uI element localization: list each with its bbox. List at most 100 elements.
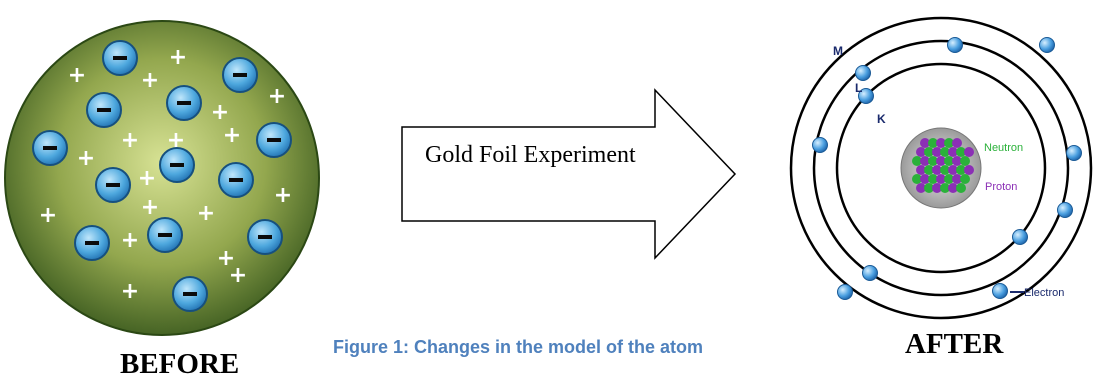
proton-icon (920, 138, 930, 148)
electron-icon (256, 122, 292, 158)
proton-icon (916, 147, 926, 157)
neutron-icon (928, 156, 938, 166)
proton-icon (936, 138, 946, 148)
plus-icon: + (39, 203, 57, 228)
neutron-label: Neutron (984, 142, 1023, 154)
plus-icon: + (138, 166, 156, 191)
orbital-electron-icon (1066, 145, 1082, 161)
plus-icon: + (167, 128, 185, 153)
neutron-icon (944, 138, 954, 148)
proton-icon (948, 183, 958, 193)
orbital-electron-icon (1012, 229, 1028, 245)
arrow-label: Gold Foil Experiment (425, 142, 636, 168)
orbital-electron-icon (1039, 37, 1055, 53)
proton-label: Proton (985, 181, 1017, 193)
proton-icon (936, 156, 946, 166)
orbital-electron-icon (837, 284, 853, 300)
orbital-electron-icon (812, 137, 828, 153)
proton-icon (964, 147, 974, 157)
plus-icon: + (217, 246, 235, 271)
neutron-icon (912, 156, 922, 166)
nucleons (912, 138, 974, 193)
plus-icon: + (197, 201, 215, 226)
bohr-model: M L K Neutron Proton Electron (789, 16, 1093, 320)
proton-icon (948, 165, 958, 175)
electron-icon (222, 57, 258, 93)
proton-icon (916, 165, 926, 175)
shell-label-m: M (833, 44, 843, 58)
orbital-electron-icon (1057, 202, 1073, 218)
plus-icon: + (274, 183, 292, 208)
orbital-electron-icon (862, 265, 878, 281)
proton-icon (932, 183, 942, 193)
electron-icon (166, 85, 202, 121)
electron-icon (102, 40, 138, 76)
neutron-icon (956, 165, 966, 175)
neutron-icon (940, 165, 950, 175)
plus-icon: + (141, 195, 159, 220)
proton-icon (952, 138, 962, 148)
shell-label-l: L (855, 81, 862, 95)
proton-icon (916, 183, 926, 193)
orbital-electron-icon (855, 65, 871, 81)
plus-icon: + (77, 146, 95, 171)
electron-icon (95, 167, 131, 203)
proton-icon (920, 174, 930, 184)
orbital-electron-icon (858, 88, 874, 104)
electron-icon (218, 162, 254, 198)
plum-pudding-model: ++++++++++++++++++ (4, 20, 320, 336)
orbital-electron-icon (947, 37, 963, 53)
plus-icon: + (68, 63, 86, 88)
shell-label-k: K (877, 112, 886, 126)
proton-icon (932, 147, 942, 157)
experiment-arrow (401, 88, 737, 260)
neutron-icon (956, 147, 966, 157)
plus-icon: + (169, 45, 187, 70)
proton-icon (948, 147, 958, 157)
neutron-icon (924, 165, 934, 175)
electron-icon (159, 147, 195, 183)
proton-icon (932, 165, 942, 175)
electron-icon (147, 217, 183, 253)
neutron-icon (944, 156, 954, 166)
before-label: BEFORE (120, 348, 240, 380)
positive-charges: ++++++++++++++++++ (39, 45, 292, 304)
neutron-icon (960, 174, 970, 184)
plus-icon: + (121, 228, 139, 253)
shell-m (789, 16, 1093, 320)
electron-icon (32, 130, 68, 166)
proton-icon (952, 156, 962, 166)
electrons (32, 40, 292, 312)
electron-label: Electron (1024, 287, 1064, 299)
neutron-icon (940, 183, 950, 193)
electron-icon (74, 225, 110, 261)
orbital-electron-icon (992, 283, 1008, 299)
shell-l (812, 39, 1070, 297)
plus-icon: + (121, 279, 139, 304)
neutron-icon (924, 183, 934, 193)
positive-sphere (4, 20, 320, 336)
electron-icon (172, 276, 208, 312)
proton-icon (920, 156, 930, 166)
figure-caption: Figure 1: Changes in the model of the at… (333, 337, 704, 357)
plus-icon: + (229, 263, 247, 288)
plus-icon: + (121, 128, 139, 153)
proton-icon (936, 174, 946, 184)
neutron-icon (924, 147, 934, 157)
shell-k (835, 62, 1047, 274)
plus-icon: + (141, 68, 159, 93)
electron-icon (86, 92, 122, 128)
plus-icon: + (268, 84, 286, 109)
neutron-icon (928, 174, 938, 184)
neutron-icon (928, 138, 938, 148)
proton-icon (964, 165, 974, 175)
proton-icon (952, 174, 962, 184)
plus-icon: + (223, 123, 241, 148)
neutron-icon (956, 183, 966, 193)
electron-icon (247, 219, 283, 255)
after-label: AFTER (905, 328, 1004, 360)
neutron-icon (912, 174, 922, 184)
plus-icon: + (211, 100, 229, 125)
neutron-icon (960, 156, 970, 166)
neutron-icon (944, 174, 954, 184)
